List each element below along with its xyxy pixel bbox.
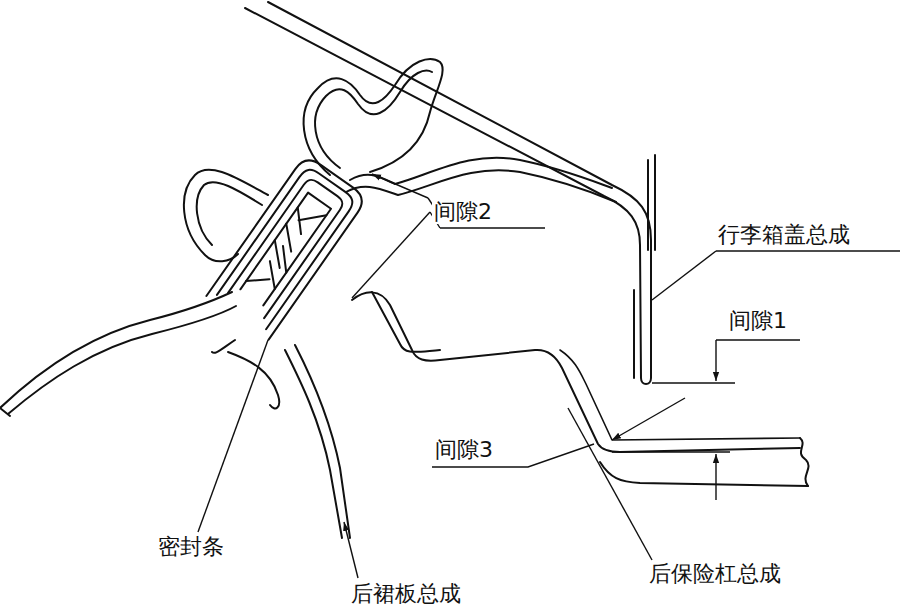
- gap-label: 间隙3: [433, 437, 495, 462]
- gap-label: 间隙2: [432, 199, 494, 224]
- gap-label: 间隙1: [727, 308, 789, 333]
- part-label: 后保险杠总成: [647, 561, 783, 586]
- part-label: 后裙板总成: [349, 581, 463, 606]
- part-label: 行李箱盖总成: [716, 222, 852, 247]
- part-label: 密封条: [156, 534, 226, 559]
